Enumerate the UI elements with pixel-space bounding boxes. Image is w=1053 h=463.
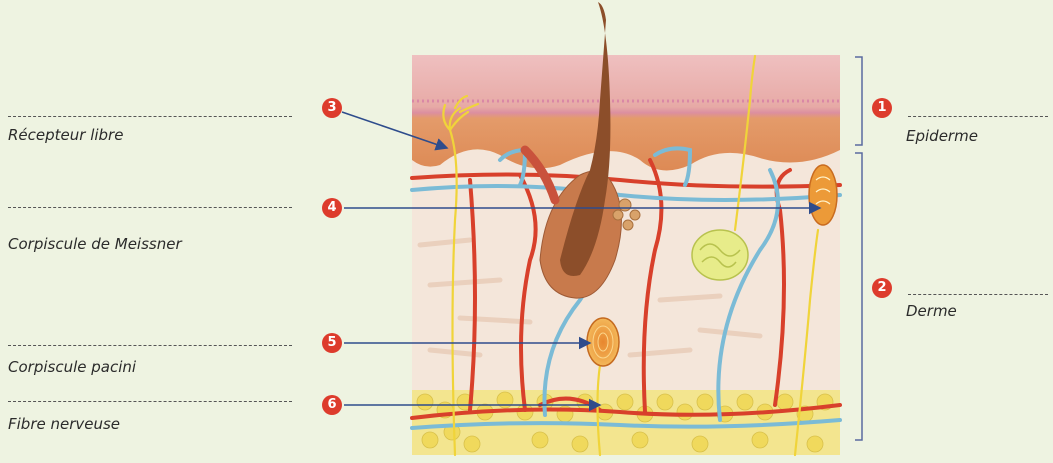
marker-5: 5 [322,333,342,353]
label-recepteur-libre: Récepteur libre [8,126,123,144]
marker-2: 2 [872,278,892,298]
dash-corpuscule-pacini [8,345,292,346]
epiderme-bracket [855,57,862,145]
sweat-gland [692,230,748,280]
marker-6: 6 [322,395,342,415]
label-corpuscule-pacini: Corpiscule pacini [8,358,136,376]
label-epiderme: Epiderme [906,127,978,145]
marker-3: 3 [322,98,342,118]
dash-fibre-nerveuse [8,401,292,402]
dash-recepteur-libre [8,116,292,117]
pacinian-corpuscle [587,318,619,366]
dash-corpuscule-meissner [8,207,292,208]
dash-epiderme [908,116,1048,117]
label-corpuscule-meissner: Corpiscule de Meissner [8,235,182,253]
dash-derme [908,294,1048,295]
marker-1: 1 [872,98,892,118]
label-fibre-nerveuse: Fibre nerveuse [8,415,120,433]
label-derme: Derme [906,302,957,320]
meissner-corpuscle [809,165,837,225]
marker-4: 4 [322,198,342,218]
derme-bracket [855,153,862,440]
